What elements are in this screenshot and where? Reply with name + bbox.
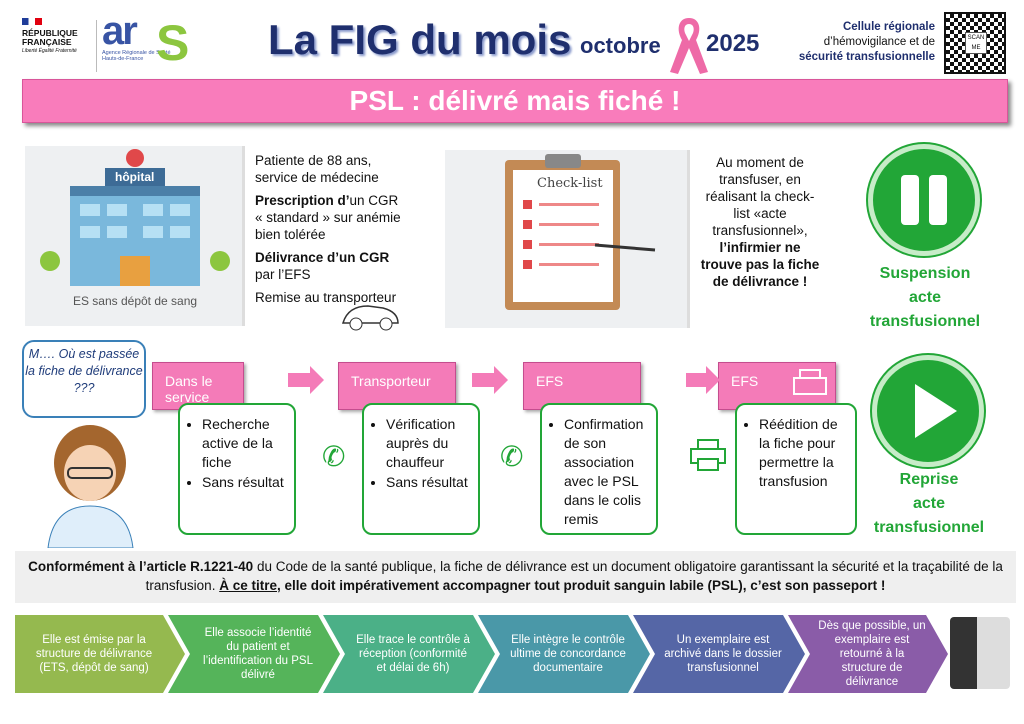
chevron-3: Elle trace le contrôle à réception (conf… — [323, 615, 495, 693]
step-label-efs: EFS — [523, 362, 641, 410]
play-icon — [872, 355, 984, 467]
nurse-finding: Au moment de transfuser, en réalisant la… — [700, 155, 820, 289]
chevron-2: Elle associe l’identité du patient et l’… — [168, 615, 340, 693]
step-box-efs: Confirmation de son association avec le … — [540, 403, 658, 535]
case-description: Patiente de 88 ans, service de médecine … — [255, 153, 401, 305]
checklist-illustration: Check-list — [445, 150, 690, 328]
printer-icon — [793, 369, 827, 395]
step-label-service: Dans le service — [152, 362, 244, 410]
step-box-service: Recherche active de la ficheSans résulta… — [178, 403, 296, 535]
phone-icon: ✆ — [500, 441, 524, 472]
chevron-4: Elle intègre le contrôle ultime de conco… — [478, 615, 650, 693]
chevron-1: Elle est émise par la structure de déliv… — [15, 615, 185, 693]
hospital-caption: ES sans dépôt de sang — [72, 294, 198, 308]
printer-icon — [690, 439, 726, 471]
nurse-avatar — [47, 425, 134, 548]
year: 2025 — [706, 30, 760, 57]
chevron-6: Dès que possible, un exemplaire est reto… — [788, 615, 948, 693]
blood-storage-photo — [950, 617, 1010, 689]
car-icon — [341, 305, 399, 331]
divider — [96, 20, 97, 72]
checklist-label: Check-list — [537, 176, 603, 191]
pause-icon — [868, 144, 980, 256]
month: octobre — [580, 33, 661, 58]
phone-icon: ✆ — [322, 441, 346, 472]
step-box-efs-2: Réédition de la fiche pour permettre la … — [735, 403, 857, 535]
page-title: La FIG du mois — [268, 16, 572, 63]
regulation-text: Conformément à l’article R.1221-40 du Co… — [15, 551, 1016, 603]
qr-code[interactable]: SCAN ME — [944, 12, 1006, 74]
flow-arrow — [288, 366, 324, 394]
hospital-illustration: hôpital — [25, 146, 245, 326]
step-box-transporteur: Vérification auprès du chauffeurSans rés… — [362, 403, 480, 535]
flow-arrow — [472, 366, 508, 394]
topic-banner: PSL : délivré mais fiché ! — [22, 79, 1008, 123]
flow-arrow — [686, 366, 720, 394]
speech-bubble: M…. Où est passée la fiche de délivrance… — [22, 340, 146, 418]
hospital-sign: hôpital — [115, 170, 155, 184]
pink-ribbon-icon — [670, 18, 708, 74]
chevron-5: Un exemplaire est archivé dans le dossie… — [633, 615, 805, 693]
